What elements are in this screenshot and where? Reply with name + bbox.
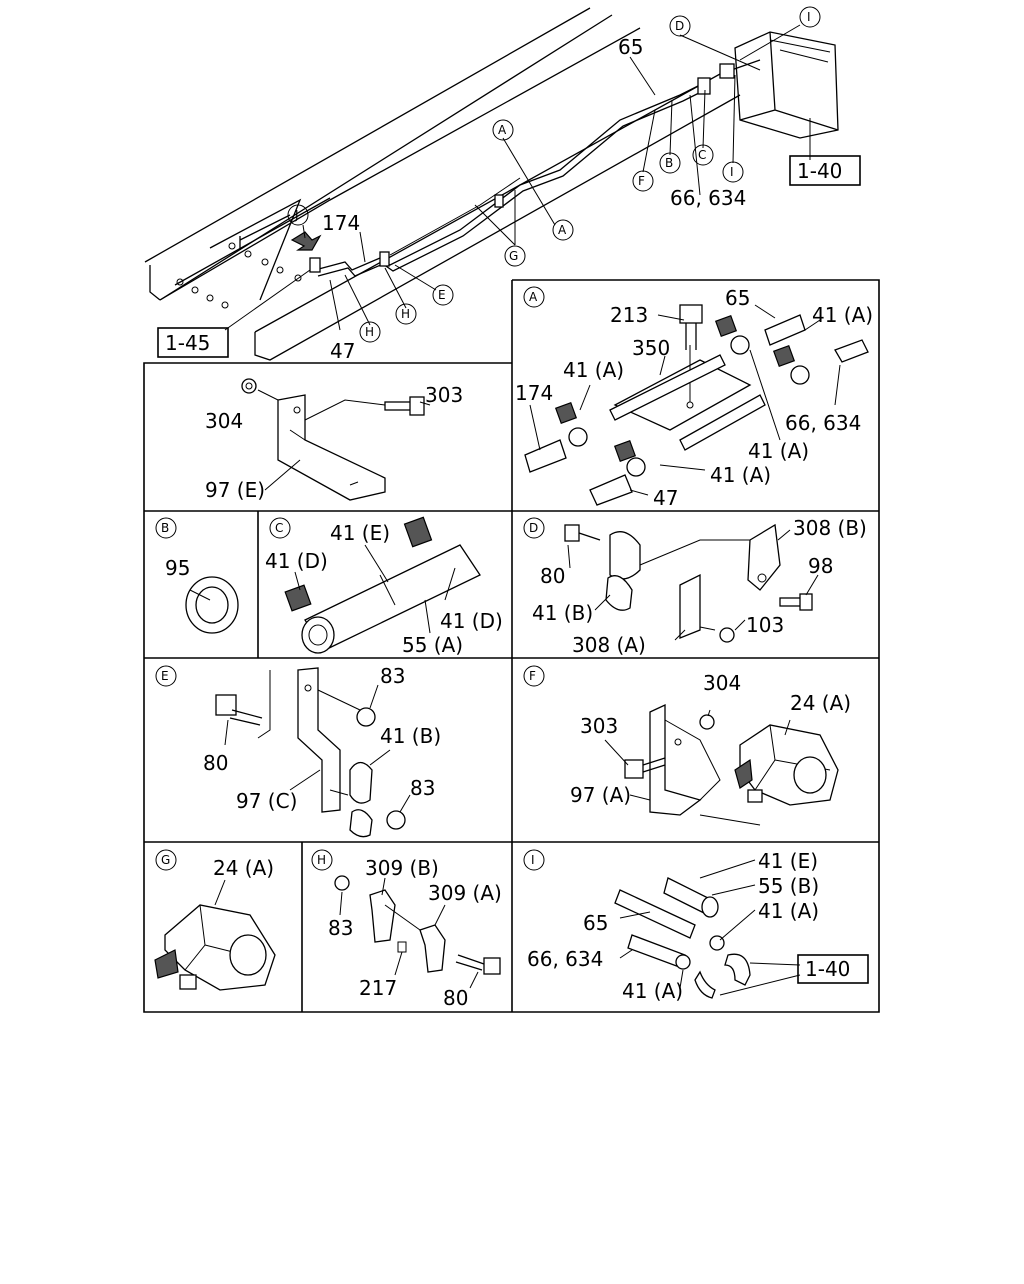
part-label: 97 (E) — [205, 478, 265, 502]
part-label: I — [807, 10, 811, 24]
part-label: 41 (A) — [622, 979, 683, 1003]
part-label: 80 — [443, 986, 468, 1010]
panel-marker-b: B — [161, 521, 169, 535]
part-label: 41 (A) — [758, 899, 819, 923]
part-label: 309 (A) — [428, 881, 502, 905]
panel-a: A 213 65 41 (A) 350 41 (A) 174 — [515, 286, 873, 510]
part-label: 41 (A) — [710, 463, 771, 487]
ref-box-1-40 — [789, 155, 861, 186]
label-65: 65 — [618, 35, 643, 59]
part-label: 41 (A) — [812, 303, 873, 327]
panel-f: F 304 24 (A) 303 97 (A) — [523, 665, 851, 826]
part-label: 97 (A) — [570, 783, 631, 807]
panel-h: H 309 (B) 309 (A) 83 217 80 — [311, 849, 502, 1010]
panel-marker-e: E — [161, 669, 169, 683]
part-label: 213 — [610, 303, 648, 327]
part-label: F — [638, 174, 645, 188]
panel-marker-h: H — [317, 853, 326, 867]
part-label: 97 (C) — [236, 789, 297, 813]
part-label: 217 — [359, 976, 397, 1000]
part-label: 80 — [203, 751, 228, 775]
label-47: 47 — [330, 339, 355, 363]
panel-d: D 308 (B) 80 98 41 (B) 103 308 (A) — [523, 516, 867, 657]
panel-g: G 24 (A) — [154, 849, 276, 991]
view-arrow-icon — [290, 231, 322, 251]
part-label: 1-40 — [805, 957, 850, 981]
part-label: I — [730, 165, 734, 179]
part-label: 83 — [410, 776, 435, 800]
part-label: 41 (B) — [532, 601, 593, 625]
panel-c: C 41 (E) 41 (D) 41 (D) 55 (A) — [265, 516, 503, 657]
part-label: 174 — [515, 381, 553, 405]
part-label: 41 (E) — [330, 521, 390, 545]
fuel-tank — [734, 31, 839, 139]
panel-marker-f: F — [529, 669, 536, 683]
part-label: 66, 634 — [785, 411, 861, 435]
part-label: 41 (A) — [563, 358, 624, 382]
callout-markers: A A B C D E F G H H I I J — [287, 6, 821, 343]
part-label: 66, 634 — [527, 947, 603, 971]
part-label: A — [498, 123, 507, 137]
part-label: H — [365, 325, 374, 339]
part-label: 55 (A) — [402, 633, 463, 657]
part-label: 41 (E) — [758, 849, 818, 873]
part-label: 41 (D) — [440, 609, 503, 633]
part-label: 308 (A) — [572, 633, 646, 657]
part-label: H — [401, 307, 410, 321]
valve-24a — [734, 724, 839, 806]
part-label: C — [698, 148, 706, 162]
overview-drawing: 65 174 47 66, 634 1-40 1-45 A A B C D E … — [144, 6, 861, 363]
part-label: 83 — [328, 916, 353, 940]
part-label: 41 (B) — [380, 724, 441, 748]
panel-bracket-97e: 304 303 97 (E) — [205, 378, 463, 502]
part-label: 65 — [583, 911, 608, 935]
label-174: 174 — [322, 211, 360, 235]
part-label: 65 — [725, 286, 750, 310]
part-label: 41 (D) — [265, 549, 328, 573]
part-label: 303 — [425, 383, 463, 407]
part-label: 350 — [632, 336, 670, 360]
part-label: J — [294, 208, 299, 222]
panel-marker-c: C — [275, 521, 283, 535]
part-label: 24 (A) — [213, 856, 274, 880]
panel-grid — [143, 279, 880, 1013]
panel-marker-a: A — [529, 290, 538, 304]
part-label: 103 — [746, 613, 784, 637]
ref-1-45: 1-45 — [165, 331, 210, 355]
part-label: 83 — [380, 664, 405, 688]
part-label: 309 (B) — [365, 856, 439, 880]
label-66-634: 66, 634 — [670, 186, 746, 210]
part-label: 24 (A) — [790, 691, 851, 715]
part-label: 98 — [808, 554, 833, 578]
panel-b: B 95 — [155, 517, 239, 634]
panel-marker-i: I — [531, 853, 535, 867]
part-label: 308 (B) — [793, 516, 867, 540]
part-label: 304 — [703, 671, 741, 695]
part-label: G — [509, 249, 518, 263]
ref-box-1-45 — [157, 327, 229, 358]
ref-box-panel-i — [797, 954, 869, 984]
part-label: 303 — [580, 714, 618, 738]
panel-e: E 83 41 (B) 80 97 (C) 83 — [155, 664, 441, 838]
frame-holes — [176, 242, 302, 309]
panel-marker-g: G — [161, 853, 170, 867]
part-label: 41 (A) — [748, 439, 809, 463]
part-label: D — [675, 19, 684, 33]
part-label: 95 — [165, 556, 190, 580]
part-label: 80 — [540, 564, 565, 588]
part-label: 47 — [653, 486, 678, 510]
ref-1-40: 1-40 — [797, 159, 842, 183]
part-label: 304 — [205, 409, 243, 433]
part-label: 55 (B) — [758, 874, 819, 898]
part-label: A — [558, 223, 567, 237]
part-label: B — [665, 156, 673, 170]
part-label: E — [438, 288, 446, 302]
panel-i: I 41 (E) 55 (B) 41 (A) 65 66, 634 41 (A)… — [523, 849, 869, 1003]
panel-marker-d: D — [529, 521, 538, 535]
